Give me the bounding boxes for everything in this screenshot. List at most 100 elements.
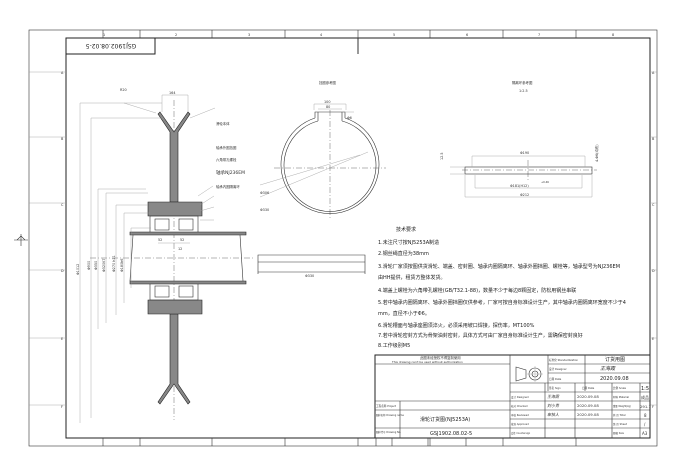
retainer-view [257,103,386,274]
inner-border [65,37,651,439]
retainer-title: 挡圈参考图 [319,80,337,85]
col-4: 4 [320,33,322,37]
row-key: 共 页 Total [613,413,626,417]
row-f: F [61,405,63,409]
project-label: 工程名称 Project [376,404,396,408]
row-key: 第 页 Sheet [613,422,627,426]
row-e-right: E [652,337,654,341]
dim-d181: Φ181(H12) [510,184,529,188]
row-e: E [61,337,63,341]
stamp-box [65,37,156,55]
row-key: 图幅 Size [613,431,624,435]
req-line: 6.滑轮槽面与轴承座圈须淬火，必须采用坡口焊接，探伤率，MT100% [378,322,535,329]
req-line: 1.未注尺寸按NJ5253A制造 [378,239,439,246]
standard-label: 标准化 Standardization [549,358,578,362]
row-a-right: A [652,71,655,75]
pulley-section-view [79,94,255,423]
approval-row: 批准 Approved 第 页 Sheet / [511,422,646,427]
row-sign: 刘小青 [547,403,560,408]
drawing-name-label: 图样名称 Drawing name [376,413,404,417]
technical-requirements: 技术要求 1.未注尺寸按NJ5253A制造 2.钢丝绳直径为38mm 3.滑轮厂… [378,226,626,349]
row-f-right: F [652,405,654,409]
col-3: 3 [248,33,250,37]
dim-r20: R20 [120,88,127,92]
warning-en: This drawing can't be used without autho… [391,360,463,364]
label-inner-spacer: 轴承内圈隔离环 [216,184,240,189]
standard-value: 订货用图 [605,356,625,363]
spacer-title: 隔离环参考图 [512,80,533,85]
row-c: C [61,203,64,207]
column-ruler [29,30,657,446]
warning-cn: 此图未经授权不得复制使用 [420,355,461,360]
row-a: A [61,71,64,75]
req-line: mm，直径不小于Φ6。 [378,310,430,317]
dim-12-5: 12.5 [440,152,444,160]
col-1: 1 [103,33,105,37]
row-value: 成品 [641,394,649,400]
dim-d350: Φ350 [94,261,98,270]
dim-d180: Φ180h6 [120,259,124,272]
req-line: 4.端盖上螺栓为六角带孔螺栓(GB/T32.1-88)，数量不少于每边8颗固定，… [378,287,576,294]
label-hex-bolt: 六角带孔螺栓 [216,157,237,162]
dim-tol: +0.46 [541,180,549,184]
row-label: 审核 Reviewed [511,413,529,417]
designer-signature: 王海霞 [600,365,616,372]
col-7: 7 [538,33,540,37]
approval-row: 审核 Reviewed 审核人 2020.09.08 共 页 Total 8 [511,412,647,418]
dim-164: 164 [169,91,175,95]
label-outer-retainer: 轴承外圈挡圈 [216,145,237,150]
date-header: 日期 Date [582,386,595,390]
scale-value: 1:5 [641,386,649,392]
row-label: 批准 Approved [511,422,529,426]
drawing-no: GSJ1902.08.02-5 [430,431,472,437]
dim-d190: Φ190 [520,151,529,155]
dim-d270: Φ270 h11 [112,255,116,272]
row-value: 291.1 [640,404,651,409]
row-b-right: B [652,137,655,141]
sign-header: 签名 Sign [549,386,561,390]
row-value: A3 [642,431,648,436]
req-line: 7.若中滑轮密封方式为骨架油封密封，具体方式可由厂家自身标准设计生产，需确保密封… [378,332,583,339]
col-2: 2 [175,33,177,37]
stamp-drawing-no: GSJ1902.08.02-5 [86,42,137,49]
dim-d900: Φ900 [87,261,91,270]
top-date: 2020.09.08 [600,376,629,382]
scale-label: 比例 Scale [613,386,626,390]
col-6: 6 [466,33,468,37]
req-line: 3.滑轮厂家须按图供货滑轮、端盖、密封圈、轴承内圈隔离环、轴承外圈挡圈、螺栓等，… [378,263,620,270]
row-label: 会签 Countersign [511,431,531,435]
approval-row: 会签 Countersign 图幅 Size A3 [511,431,648,436]
label-bearing: 轴承NJ236EM [216,169,245,176]
date-label: 日期 Date [549,377,562,381]
dim-100: 100 [324,100,330,104]
row-d-right: D [652,269,655,273]
dim-12: 12 [178,247,182,251]
dim-52b: 52 [180,238,184,242]
row-d: D [61,269,64,273]
dim-phi6: Φ6 [347,116,352,120]
row-label: 校对 Checked [511,404,528,408]
col-8: 8 [612,33,614,37]
row-key: 材料 Material [613,395,629,399]
dim-80: 80 [326,105,330,109]
row-date: 2020.09.08 [577,394,599,399]
row-b: B [61,137,64,141]
label-pulley-body: 滑轮本体 [216,121,230,126]
dim-d330: Φ330 [260,208,269,212]
approval-row: 设计 Designed 王海霞 2020.09.08 材料 Material 成… [511,394,649,400]
req-line: 2.钢丝绳直径为38mm [378,250,429,257]
outer-border [28,29,658,447]
projection-symbol-icon [515,366,543,382]
dim-flat-d330: Φ330 [305,274,314,278]
dim-holes: 4-Φ6(均布) [594,144,599,162]
dim-d306: Φ306 [260,191,269,195]
row-label: 设计 Designed [511,395,529,399]
req-line: 由HH提供，租赁方整体发货。 [378,274,446,281]
col-5: 5 [393,33,395,37]
req-title: 技术要求 [396,226,416,233]
dim-d212: Φ212 [520,193,529,197]
row-c-right: C [652,203,655,207]
dim-52a: 52 [158,238,162,242]
row-value: 8 [644,413,647,418]
row-sign: 审核人 [547,412,559,417]
